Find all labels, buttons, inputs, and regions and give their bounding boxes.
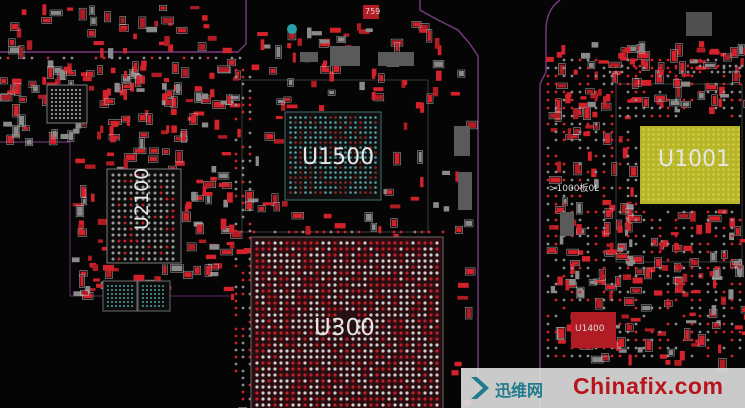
- chip-label-u1400: U1400: [575, 324, 605, 334]
- net-ref-label: >1000板0L: [549, 184, 600, 194]
- watermark-site-en: Chinafix.com: [573, 373, 724, 399]
- top-ref-label: 759: [365, 7, 381, 16]
- chinafix-logo-icon: [471, 377, 489, 399]
- chip-label-u2100: U2100: [131, 167, 153, 230]
- chip-label-u1001: U1001: [658, 147, 731, 172]
- watermark-site-cn: 迅维网: [495, 381, 544, 400]
- chip-label-u1500: U1500: [302, 145, 375, 170]
- chip-label-u300: U300: [314, 315, 375, 341]
- watermark-banner: 迅维网 Chinafix.com: [461, 368, 745, 408]
